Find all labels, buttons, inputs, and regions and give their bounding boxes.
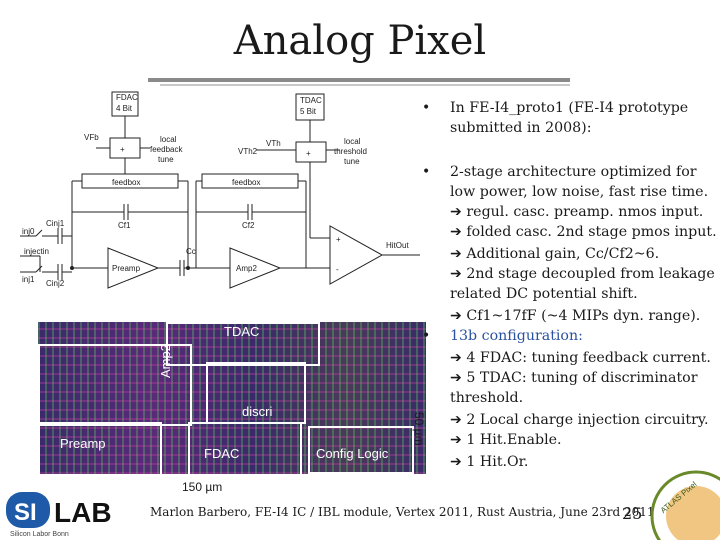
local-feedback-1: local xyxy=(160,135,177,144)
bullet-2-line-3: ➔ regul. casc. preamp. nmos input. xyxy=(450,204,704,220)
cinj1-label: Cinj1 xyxy=(46,219,65,228)
circuit-schematic: FDAC 4 Bit TDAC 5 Bit VFb VTh2 VTh + + l… xyxy=(20,91,420,289)
bullet-2-line-1: 2-stage architecture optimized for xyxy=(450,164,697,180)
layout-amp2-box xyxy=(38,344,192,426)
hitout-label: HitOut xyxy=(386,241,409,250)
local-feedback-2: feedback xyxy=(150,145,183,154)
bullet-2-line-6: ➔ 2nd stage decoupled from leakage xyxy=(450,266,715,282)
bullet-1-line-1: In FE-I4_proto1 (FE-I4 prototype xyxy=(450,100,689,116)
layout-preamp-box xyxy=(38,422,162,476)
local-threshold-1: local xyxy=(344,137,361,146)
local-threshold-3: tune xyxy=(344,157,360,166)
vth2-label: VTh2 xyxy=(238,147,258,156)
slide-footer: Marlon Barbero, FE-I4 IC / IBL module, V… xyxy=(150,505,655,519)
cc-label: Cc xyxy=(186,247,196,256)
page-number: 25 xyxy=(622,504,643,523)
disc-plus: + xyxy=(336,235,341,244)
layout-amp2-label: Amp2 xyxy=(158,344,173,378)
atlas-pixel-badge: ATLAS Pixel xyxy=(650,470,720,540)
slide-title: Analog Pixel xyxy=(233,18,487,64)
bullet-2-line-14: ➔ 1 Hit.Enable. xyxy=(450,432,562,448)
layout-tdac-label: TDAC xyxy=(224,324,260,339)
layout-discri-label: discri xyxy=(242,404,273,419)
bullet-2-line-5: ➔ Additional gain, Cc/Cf2~6. xyxy=(450,246,660,262)
fdac-label-1: FDAC xyxy=(116,93,138,102)
bullet-marker-1: • xyxy=(422,100,431,116)
layout-config-box xyxy=(308,426,414,474)
layout-fdac-box xyxy=(188,422,302,476)
layout-height-label: 50 µm xyxy=(412,412,426,446)
layout-fdac-label: FDAC xyxy=(204,446,240,461)
bullet-2-line-9: 13b configuration: xyxy=(450,328,583,344)
feedbox-1: feedbox xyxy=(112,178,140,187)
layout-preamp-label: Preamp xyxy=(60,436,106,451)
bullet-2-line-11: ➔ 5 TDAC: tuning of discriminator xyxy=(450,370,698,386)
svg-text:LAB: LAB xyxy=(54,497,112,528)
plus-1: + xyxy=(120,145,125,154)
inj1-label: inj1 xyxy=(22,275,35,284)
fdac-label-2: 4 Bit xyxy=(116,104,133,113)
inj0-label: inj0 xyxy=(22,227,35,236)
title-underline-shadow xyxy=(160,84,570,86)
preamp-symbol-label: Preamp xyxy=(112,264,141,273)
title-underline xyxy=(148,78,570,82)
bullet-2-line-8: ➔ Cf1~17fF (~4 MIPs dyn. range). xyxy=(450,308,701,324)
bullet-2-line-2: low power, low noise, fast rise time. xyxy=(450,184,709,200)
bullet-marker-3: • xyxy=(422,328,431,344)
cinj2-label: Cinj2 xyxy=(46,279,65,288)
feedbox-2: feedbox xyxy=(232,178,260,187)
bullet-2-line-4: ➔ folded casc. 2nd stage pmos input. xyxy=(450,224,717,240)
svg-text:Silicon Labor Bonn: Silicon Labor Bonn xyxy=(10,531,69,538)
tdac-label-1: TDAC xyxy=(300,96,322,105)
bullet-marker-2: • xyxy=(422,164,431,180)
bullet-2-line-10: ➔ 4 FDAC: tuning feedback current. xyxy=(450,350,711,366)
svg-text:SI: SI xyxy=(14,499,37,526)
injectin-label: injectin xyxy=(24,247,49,256)
bullet-2-line-7: related DC potential shift. xyxy=(450,286,638,302)
layout-config-label: Config Logic xyxy=(316,446,389,461)
bullet-2-line-13: ➔ 2 Local charge injection circuitry. xyxy=(450,412,709,428)
cf1-label: Cf1 xyxy=(118,221,131,230)
layout-width-label: 150 µm xyxy=(182,480,223,494)
bullet-2-line-15: ➔ 1 Hit.Or. xyxy=(450,454,529,470)
chip-layout-image: TDAC Amp2 discri Preamp FDAC Config Logi… xyxy=(38,322,426,476)
cf2-label: Cf2 xyxy=(242,221,255,230)
plus-2: + xyxy=(306,149,311,158)
disc-minus: - xyxy=(336,265,339,274)
vth-label: VTh xyxy=(266,139,281,148)
vfb-label: VFb xyxy=(84,133,99,142)
tdac-label-2: 5 Bit xyxy=(300,107,317,116)
amp2-symbol-label: Amp2 xyxy=(236,264,257,273)
bullet-1-line-2: submitted in 2008): xyxy=(450,120,592,136)
local-threshold-2: threshold xyxy=(334,147,367,156)
local-feedback-3: tune xyxy=(158,155,174,164)
bullet-2-line-12: threshold. xyxy=(450,390,524,406)
silab-logo: SI LAB Silicon Labor Bonn xyxy=(6,492,112,538)
